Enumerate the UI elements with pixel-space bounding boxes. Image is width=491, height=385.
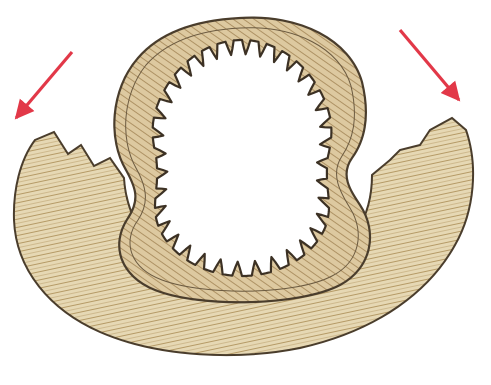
right-arrow <box>400 30 459 100</box>
left-arrow <box>16 52 72 118</box>
